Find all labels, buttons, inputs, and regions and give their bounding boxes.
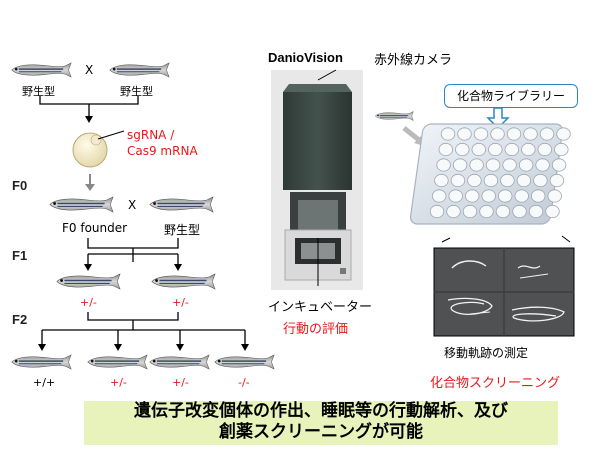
label-f2-1: +/+ [33, 376, 56, 389]
injection-line-1: sgRNA / [127, 128, 175, 142]
injection-pointer [97, 130, 125, 140]
plate-well [506, 127, 522, 141]
arrow-to-f0 [85, 184, 95, 191]
label-parent-right: 野生型 [120, 85, 153, 98]
plate-well [537, 142, 553, 157]
label-f0-founder: F0 founder [62, 221, 128, 235]
plate-well [545, 204, 560, 219]
plate-well [465, 189, 480, 203]
device-name: DanioVision [268, 50, 343, 65]
plate-well [531, 189, 546, 203]
fish-f1-right-icon [151, 273, 216, 290]
plate-well [549, 173, 565, 188]
plate-well [457, 127, 472, 141]
plate-well [495, 204, 511, 219]
plate-well [556, 127, 571, 141]
label-f2-2: +/- [110, 376, 127, 389]
plate-well [469, 158, 484, 172]
label-f2-4: -/- [238, 376, 250, 389]
plate-well [467, 173, 482, 188]
label-parent-left: 野生型 [22, 85, 55, 98]
plate-well [547, 189, 562, 203]
plate-well [518, 158, 534, 172]
plate-well [551, 158, 567, 172]
fish-f2-1-icon [10, 354, 72, 370]
fish-swimming-icon [374, 110, 414, 122]
library-label: 化合物ライブラリー [444, 84, 578, 108]
plate-well [528, 204, 544, 219]
fish-f2-4-icon [213, 354, 275, 370]
banner-line-1: 遺伝子改変個体の作出、睡眠等の行動解析、及び [134, 401, 508, 421]
cross-bracket-f0 [87, 238, 179, 262]
injection-line-2: Cas9 mRNA [127, 144, 198, 158]
plate-well [535, 158, 550, 172]
library-arrow [486, 107, 510, 130]
plate-well [514, 189, 529, 203]
plate-well [523, 127, 538, 141]
label-f2-3: +/- [172, 376, 189, 389]
banner-line-2: 創薬スクリーニングが可能 [219, 422, 423, 442]
device-body [283, 92, 352, 190]
arrow-to-egg [85, 116, 93, 123]
plate-well [500, 173, 515, 188]
plate-well [502, 158, 517, 172]
summary-banner: 遺伝子改変個体の作出、睡眠等の行動解析、及び 創薬スクリーニングが可能 [84, 401, 558, 445]
plate-well [440, 127, 456, 141]
plate-well [436, 158, 451, 172]
behavior-label: 行動の評価 [283, 322, 349, 337]
plate-well [498, 189, 513, 203]
plate-well [473, 127, 489, 141]
plate-well [450, 173, 466, 188]
camera-label: 赤外線カメラ [374, 53, 453, 68]
plate-well [490, 127, 505, 141]
tracking-label: 移動軌跡の測定 [444, 346, 529, 360]
plate-well [448, 189, 463, 203]
plate-well [462, 204, 478, 219]
fish-parent-left-icon [10, 62, 72, 78]
incubator-label: インキュベーター [268, 300, 373, 315]
plate-well [438, 142, 454, 157]
plate-well [554, 142, 569, 157]
plate-well [446, 204, 461, 219]
label-f1-right: +/- [172, 296, 189, 309]
plate-well [504, 142, 520, 157]
plate-well [539, 127, 555, 141]
plate-well [481, 189, 496, 203]
cross-bracket-p [39, 96, 139, 118]
plate-well [429, 204, 445, 219]
fish-f0-wildtype-icon [149, 196, 214, 213]
plate-well [432, 189, 447, 203]
cross-bracket-f1 [87, 312, 179, 330]
label-f1-left: +/- [80, 296, 97, 309]
fish-parent-right-icon [108, 62, 170, 78]
fish-f2-2-icon [86, 354, 148, 370]
plate-well [452, 158, 468, 172]
plate-well [434, 173, 449, 188]
label-f0-mate: 野生型 [164, 223, 201, 237]
fish-f1-left-icon [56, 273, 121, 290]
plate-well [471, 142, 487, 157]
plate-well [521, 142, 536, 157]
plate-well [485, 158, 501, 172]
plate-well [483, 173, 499, 188]
plate-well [479, 204, 494, 219]
plate-well [516, 173, 532, 188]
plate-well [512, 204, 527, 219]
generation-f2: F2 [12, 312, 28, 327]
camera-pointer [317, 69, 337, 81]
plate-well [488, 142, 503, 157]
plate-well [455, 142, 470, 157]
generation-f0: F0 [12, 178, 28, 193]
plate-well [533, 173, 548, 188]
screening-label: 化合物スクリーニング [430, 376, 561, 391]
fish-f0-founder-icon [49, 196, 114, 213]
cross-symbol-p: X [85, 63, 94, 77]
fish-f2-3-icon [148, 354, 210, 370]
generation-f1: F1 [12, 248, 28, 263]
cross-symbol-f0: X [128, 198, 137, 212]
